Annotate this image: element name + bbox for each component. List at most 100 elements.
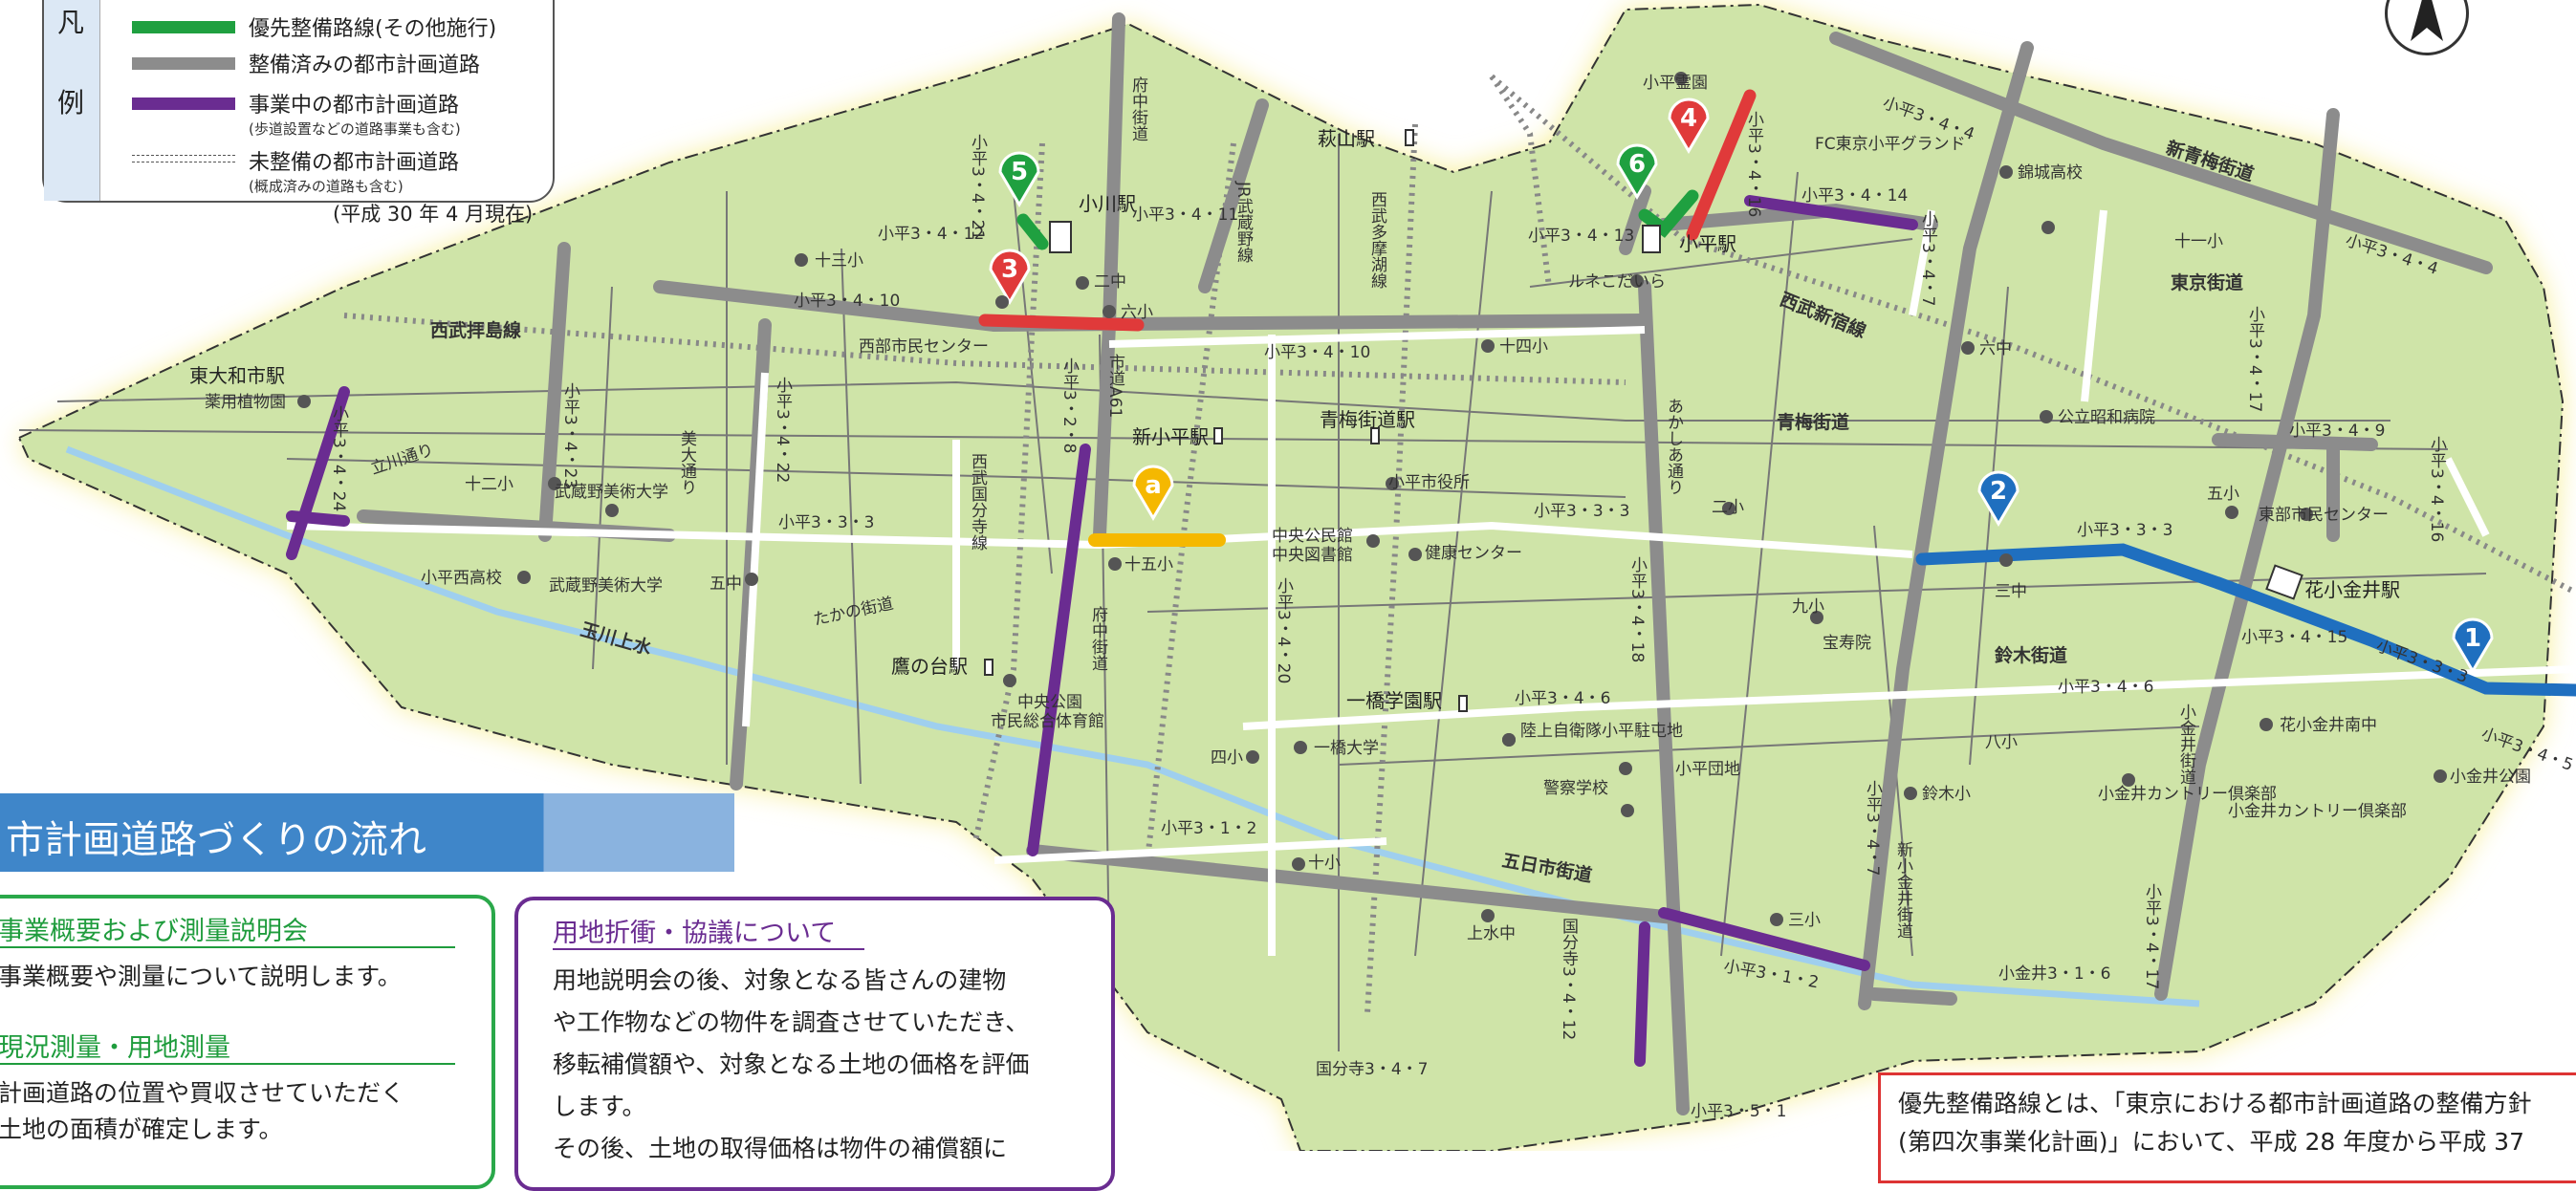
legend-item-priority: 優先整備路線(その他施行) <box>132 11 496 42</box>
place-koganei-cc2: 小金井カントリー倶楽部 <box>2098 785 2277 804</box>
place-kinjo: 錦城高校 <box>2018 163 2083 183</box>
marker-5[interactable]: 5 <box>998 151 1040 207</box>
place-koganei-cc: 小金井カントリー倶楽部 <box>2228 802 2407 821</box>
code-r347: 国分寺3・4・7 <box>1316 1060 1428 1079</box>
label-station-omekaido: 青梅街道駅 <box>1320 408 1415 431</box>
legend-label-priority: 優先整備路線(その他施行) <box>249 17 497 41</box>
code-v3416b: 小平3・4・16 <box>1744 111 1764 217</box>
code-v3423: 小平3・4・23 <box>560 382 580 488</box>
flow-text-negotiation-1: 用地説明会の後、対象となる皆さんの建物 <box>553 966 1007 994</box>
label-street-koganei: 小金井街道 <box>2176 704 2196 785</box>
place-seibu-center: 西部市民センター <box>859 337 989 357</box>
place-suzukisho: 鈴木小 <box>1922 785 1971 804</box>
place-hachisho: 八小 <box>1985 733 2018 752</box>
marker-a[interactable]: a <box>1132 465 1174 521</box>
station-hanakoganei <box>2265 564 2303 600</box>
marker-4-label: 4 <box>1680 104 1697 133</box>
label-station-hitotsubashi: 一橋学園駅 <box>1346 689 1442 712</box>
label-street-tokyo: 東京街道 <box>2171 271 2243 293</box>
note-line-1: 優先整備路線とは、「東京における都市計画道路の整備方針 <box>1898 1090 2532 1117</box>
label-station-higashiyamato: 東大和市駅 <box>189 364 285 387</box>
priority-road-6 <box>1638 189 1699 238</box>
marker-4[interactable]: 4 <box>1668 97 1710 154</box>
label-street-shinkoganei: 新小金井街道 <box>1893 841 1913 939</box>
marker-3[interactable]: 3 <box>989 249 1031 305</box>
place-shiyakusho: 小平市役所 <box>1388 473 1470 492</box>
station-omekaido <box>1370 427 1380 444</box>
label-station-ogawa: 小川駅 <box>1079 192 1136 215</box>
place-keisatsu: 警察学校 <box>1543 779 1608 798</box>
flow-heading-negotiation: 用地折衝・協議について <box>553 919 837 948</box>
station-symbols <box>984 129 2303 712</box>
station-ogawa <box>1049 221 1072 253</box>
legend-swatch-priority <box>132 21 235 33</box>
planned-roads <box>286 209 2576 956</box>
place-junisho: 十二小 <box>465 475 513 494</box>
marker-1[interactable]: 1 <box>2452 617 2494 674</box>
legend-sub-business: (歩道設置などの道路事業も含む) <box>249 120 461 138</box>
place-rune: ルネこだいら <box>1568 272 1666 292</box>
code-r351: 小平3・5・1 <box>1691 1102 1786 1121</box>
place-rokusho: 六小 <box>1121 303 1153 322</box>
legend-side-bar: 凡 例 <box>44 0 100 201</box>
priority-road-5 <box>1016 213 1049 250</box>
place-nisho: 二小 <box>1712 498 1744 517</box>
place-sanshou: 三小 <box>1788 911 1821 930</box>
place-tosho: 中央図書館 <box>1272 546 1353 565</box>
marker-5-label: 5 <box>1011 158 1028 186</box>
label-station-hanakoganei: 花小金井駅 <box>2304 578 2400 601</box>
legend-label-planned: 未整備の都市計画道路 <box>249 151 460 175</box>
place-yonsho: 四小 <box>1211 748 1243 768</box>
code-v3418: 小平3・4・18 <box>1627 556 1648 662</box>
code-v3420: 小平3・4・20 <box>1274 577 1294 683</box>
legend-label-developed: 整備済みの都市計画道路 <box>249 54 481 77</box>
code-r312a: 小平3・1・2 <box>1161 819 1256 838</box>
place-uemizu: 上水中 <box>1467 924 1516 943</box>
place-musabi2: 武蔵野美術大学 <box>549 576 663 596</box>
priority-route-note: 優先整備路線とは、「東京における都市計画道路の整備方針 (第四次事業化計画)」に… <box>1878 1072 2576 1183</box>
place-gochu: 五中 <box>709 574 742 594</box>
flow-text-negotiation-4: します。 <box>553 1093 646 1120</box>
place-goshou: 五小 <box>2207 485 2239 504</box>
code-r3410a: 小平3・4・10 <box>794 292 900 311</box>
business-roads <box>286 195 1918 1067</box>
place-koganei-park: 小金井公園 <box>2450 768 2531 787</box>
flow-text-negotiation-2: や工作物などの物件を調査させていただき、 <box>553 1008 1030 1036</box>
station-hitotsubashi <box>1458 695 1468 712</box>
markers[interactable]: 1 2 3 4 5 6 a <box>989 97 2494 674</box>
place-juichi: 十一小 <box>2174 232 2223 251</box>
label-station-kodaira: 小平駅 <box>1679 232 1736 255</box>
north-arrow-icon <box>2385 0 2469 55</box>
place-kouritsu: 公立昭和病院 <box>2058 408 2155 427</box>
place-nichu: 二中 <box>1094 272 1126 292</box>
flow-text-negotiation-3: 移転補償額や、対象となる土地の価格を評価 <box>553 1050 1030 1078</box>
legend-swatch-business <box>132 97 235 110</box>
label-street-fuchu-n: 府中街道 <box>1128 76 1148 141</box>
place-kenko: 健康センター <box>1425 544 1522 563</box>
place-jusan: 十三小 <box>815 251 863 271</box>
station-shinkodaira <box>1213 427 1223 444</box>
code-v3421: 小平3・4・21 <box>968 134 988 240</box>
legend-char-1: 凡 <box>57 7 85 38</box>
place-jushi: 十四小 <box>1499 337 1548 357</box>
place-kominkan: 中央公民館 <box>1272 527 1353 546</box>
code-r346a: 小平3・4・6 <box>1515 689 1610 708</box>
label-street-fuchu-s: 府中街道 <box>1088 606 1108 671</box>
marker-6[interactable]: 6 <box>1616 143 1658 200</box>
flow-heading-survey: 現況測量・用地測量 <box>0 1033 230 1063</box>
place-danchi: 小平団地 <box>1675 760 1740 779</box>
label-line-haijima: 西武拝島線 <box>430 319 521 341</box>
flow-text-survey-2: 土地の面積が確定します。 <box>0 1115 283 1143</box>
flow-heading-overview-underline <box>0 946 455 948</box>
flow-box-negotiation: 用地折衝・協議について 用地説明会の後、対象となる皆さんの建物 や工作物などの物… <box>514 897 1115 1191</box>
priority-road-2 <box>1915 543 2225 590</box>
flow-title-text: 市計画道路づくりの流れ <box>6 818 426 862</box>
code-v3422: 小平3・4・22 <box>773 377 793 483</box>
code-r333b: 小平3・3・3 <box>1534 502 1629 521</box>
place-jusho: 十小 <box>1308 854 1341 873</box>
marker-2-label: 2 <box>1990 477 2007 506</box>
legend-as-of: (平成 30 年 4 月現在) <box>333 203 534 226</box>
priority-road-1 <box>2212 576 2576 697</box>
marker-2[interactable]: 2 <box>1977 470 2019 527</box>
priority-road-3 <box>978 314 1145 332</box>
